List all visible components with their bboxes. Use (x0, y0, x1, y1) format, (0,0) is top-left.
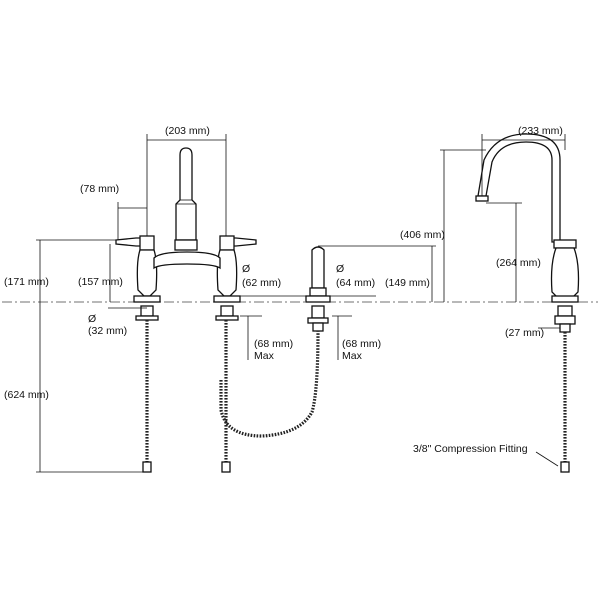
label-spray-height: (149 mm) (385, 277, 430, 289)
label-fitting-note: 3/8" Compression Fitting (413, 443, 528, 455)
side-sprayer (305, 246, 331, 332)
label-base-diameter: (32 mm) (88, 325, 127, 337)
label-diameter-a: Ø (88, 313, 96, 325)
gooseneck-faucet (475, 133, 580, 473)
label-max-b: (68 mm) (342, 338, 381, 350)
label-diameter-c: Ø (336, 263, 344, 275)
label-max-a-word: Max (254, 350, 275, 362)
bridge-faucet (115, 147, 257, 473)
dimension-labels: (203 mm) (78 mm) (171 mm) (157 mm) Ø (32… (4, 125, 563, 455)
label-spout-height: (406 mm) (400, 229, 445, 241)
label-max-b-word: Max (342, 350, 363, 362)
label-spout-outlet: (264 mm) (496, 257, 541, 269)
label-spout-base: (27 mm) (505, 327, 544, 339)
label-diameter-b: Ø (242, 263, 250, 275)
label-max-a: (68 mm) (254, 338, 293, 350)
label-spray-diameter: (64 mm) (336, 277, 375, 289)
label-spout-spread: (203 mm) (165, 125, 210, 137)
dimension-lines (36, 134, 566, 473)
label-handle-offset: (78 mm) (80, 183, 119, 195)
label-deck-hole-a: (62 mm) (242, 277, 281, 289)
label-shank-length: (624 mm) (4, 389, 49, 401)
label-handle-height: (157 mm) (78, 276, 123, 288)
label-deck-to-top: (171 mm) (4, 276, 49, 288)
label-spout-reach: (233 mm) (518, 125, 563, 137)
